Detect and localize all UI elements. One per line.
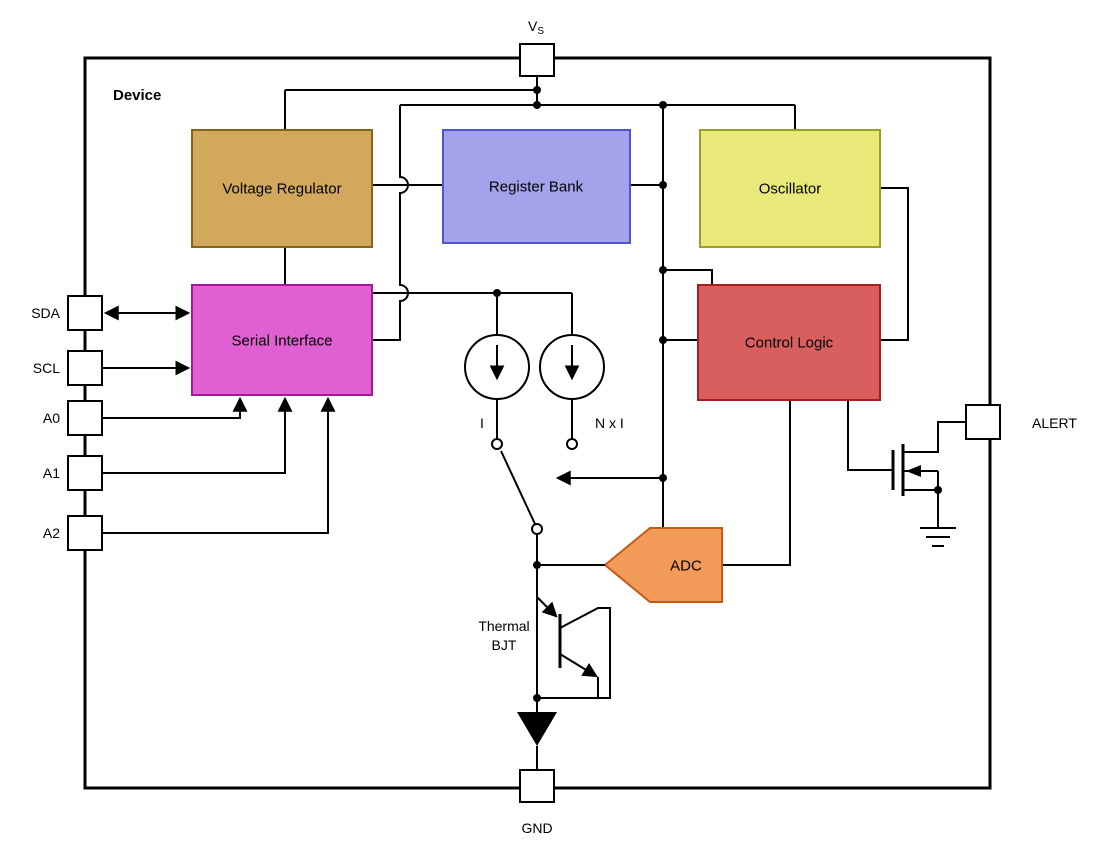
control-logic-top-wire bbox=[663, 269, 713, 285]
pin-a0-label: A0 bbox=[43, 410, 60, 426]
junction-dot bbox=[659, 101, 667, 109]
ground-arrow bbox=[517, 712, 557, 746]
thermal-bjt-label-line2: BJT bbox=[492, 637, 517, 653]
block-serial-interface bbox=[191, 284, 373, 396]
junction-dot bbox=[533, 101, 541, 109]
junction-dot bbox=[533, 86, 541, 94]
adc-to-control-logic-wire bbox=[722, 400, 791, 566]
junction-dot bbox=[659, 266, 667, 274]
pin-vs-label-main: V bbox=[528, 18, 538, 34]
junction-dot bbox=[493, 289, 501, 297]
block-adc bbox=[603, 527, 723, 603]
block-oscillator bbox=[699, 129, 881, 248]
current-source-1-label: I bbox=[480, 415, 484, 431]
switch-pivot bbox=[531, 523, 543, 535]
a2-wire bbox=[102, 396, 336, 534]
current-sources: I N x I bbox=[464, 334, 624, 438]
pin-vs-label-sub: S bbox=[537, 26, 544, 37]
block-register-bank bbox=[442, 129, 631, 244]
alert-mosfet bbox=[891, 421, 966, 547]
device-label: Device bbox=[113, 87, 161, 104]
block-control-logic bbox=[697, 284, 881, 401]
a0-wire bbox=[102, 396, 248, 419]
switch-contact-a bbox=[491, 438, 503, 450]
pin-vs-label: VS bbox=[528, 18, 544, 37]
block-serial-interface-label: Serial Interface bbox=[232, 333, 333, 350]
mosfet-body-arrow-icon bbox=[906, 465, 921, 477]
block-voltage-regulator-label: Voltage Regulator bbox=[222, 181, 341, 198]
pin-a1 bbox=[67, 455, 103, 491]
pin-a2 bbox=[67, 515, 103, 551]
block-register-bank-label: Register Bank bbox=[489, 179, 584, 196]
pin-alert bbox=[965, 404, 1001, 440]
pin-scl bbox=[67, 350, 103, 386]
block-voltage-regulator bbox=[191, 129, 373, 248]
signal-ground-icon bbox=[920, 527, 956, 547]
bus-to-serial-interface-wire bbox=[372, 105, 409, 341]
a1-wire bbox=[102, 396, 293, 474]
junction-dot bbox=[533, 694, 541, 702]
junction-dot bbox=[533, 561, 541, 569]
bjt-base-arrow bbox=[536, 596, 558, 618]
thermal-bjt-branch: Thermal BJT bbox=[478, 564, 611, 770]
junction-dot bbox=[659, 474, 667, 482]
function-blocks: Voltage Regulator Register Bank Oscillat… bbox=[191, 129, 881, 603]
pin-gnd-label: GND bbox=[521, 820, 552, 836]
block-adc-label: ADC bbox=[670, 558, 702, 575]
current-source-2-label: N x I bbox=[595, 415, 624, 431]
left-pin-wires bbox=[102, 305, 336, 534]
pin-a0 bbox=[67, 400, 103, 436]
switch-contact-b bbox=[566, 438, 578, 450]
device-pins: VS GND SDA SCL A0 A1 A2 ALERT bbox=[31, 18, 1077, 836]
pin-alert-label: ALERT bbox=[1032, 415, 1077, 431]
junction-dot bbox=[659, 181, 667, 189]
pin-vs bbox=[519, 43, 555, 77]
junction-dot bbox=[934, 486, 942, 494]
mosfet-drain-wire bbox=[903, 421, 966, 453]
pin-a2-label: A2 bbox=[43, 525, 60, 541]
pin-scl-label: SCL bbox=[33, 360, 60, 376]
pin-sda-label: SDA bbox=[31, 305, 60, 321]
junction-dots bbox=[493, 86, 942, 702]
pin-a1-label: A1 bbox=[43, 465, 60, 481]
analog-switch bbox=[491, 438, 578, 565]
bjt-emitter-arrow bbox=[559, 653, 598, 678]
pin-gnd bbox=[519, 769, 555, 803]
bjt-collector-wire bbox=[537, 607, 611, 699]
block-control-logic-label: Control Logic bbox=[745, 335, 834, 352]
supply-and-signal-wires bbox=[284, 76, 909, 566]
pin-sda bbox=[67, 295, 103, 331]
block-oscillator-label: Oscillator bbox=[759, 181, 822, 198]
junction-dot bbox=[659, 336, 667, 344]
thermal-bjt-label-line1: Thermal bbox=[478, 618, 529, 634]
control-logic-to-gate-wire bbox=[847, 400, 893, 471]
switch-wiper bbox=[500, 450, 536, 525]
oscillator-to-control-logic-wire bbox=[880, 187, 909, 341]
